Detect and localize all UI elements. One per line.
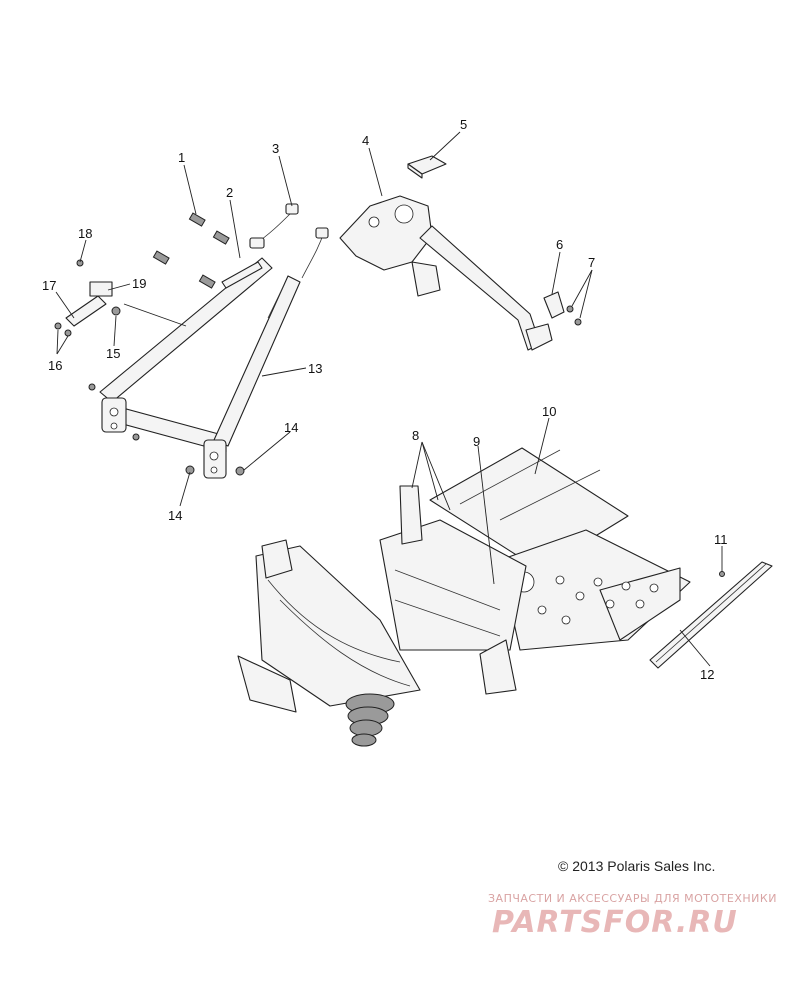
- bolt-14: [235, 466, 245, 476]
- brace-assembly: [54, 203, 329, 479]
- clamp-19: [89, 281, 113, 297]
- watermark-logo: PARTSFOR.RU: [492, 905, 738, 940]
- front-frame: [255, 545, 421, 707]
- callout-11: 11: [714, 532, 728, 547]
- callout-14-right: 14: [284, 420, 298, 435]
- spacer-2: [221, 261, 263, 289]
- bolt-18: [76, 259, 84, 267]
- callout-4: 4: [362, 133, 369, 148]
- callout-labels: 1 2 3 4 5 6 7 8 9 10 11 12 13 14 14 15 1…: [42, 117, 728, 682]
- nut-7: [566, 305, 574, 313]
- wear-strip-12: [649, 561, 773, 669]
- callout-12: 12: [700, 667, 714, 682]
- callout-5: 5: [460, 117, 467, 132]
- callout-17: 17: [42, 278, 56, 293]
- callout-2: 2: [226, 185, 233, 200]
- nut-15: [111, 306, 121, 316]
- callout-15: 15: [106, 346, 120, 361]
- screw-11: [719, 571, 725, 577]
- link-3: [249, 237, 265, 249]
- callout-9: 9: [473, 434, 480, 449]
- clamp-6: [543, 291, 565, 319]
- callout-16: 16: [48, 358, 62, 373]
- leader-lines: [55, 131, 723, 667]
- callout-19: 19: [132, 276, 146, 291]
- post-body-4: [339, 195, 433, 271]
- callout-1: 1: [178, 150, 185, 165]
- bolt-14-lower: [185, 465, 195, 475]
- bellows-boot: [345, 693, 395, 747]
- bulkhead-9: [379, 519, 527, 651]
- callout-7: 7: [588, 255, 595, 270]
- bracket-17: [65, 295, 107, 327]
- callout-3: 3: [272, 141, 279, 156]
- callout-14-lower: 14: [168, 508, 182, 523]
- callout-6: 6: [556, 237, 563, 252]
- callout-10: 10: [542, 404, 556, 419]
- callout-8: 8: [412, 428, 419, 443]
- callout-13: 13: [308, 361, 322, 376]
- callout-18: 18: [78, 226, 92, 241]
- chassis-assembly: [237, 447, 773, 747]
- copyright-notice: © 2013 Polaris Sales Inc.: [558, 858, 716, 874]
- steering-post-assembly: [339, 155, 582, 351]
- watermark-tagline: ЗАПЧАСТИ И АКСЕССУАРЫ ДЛЯ МОТОТЕХНИКИ: [488, 892, 777, 905]
- bolt-1: [188, 212, 206, 227]
